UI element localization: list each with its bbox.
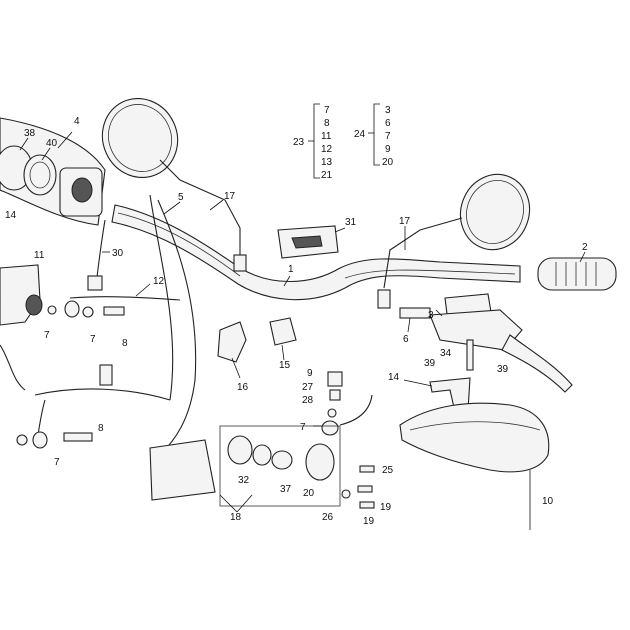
kit-24-item-4: 9 (385, 144, 391, 155)
kit-23-id: 23 (293, 137, 305, 148)
right-master-cylinder (399, 293, 573, 393)
leader-lines (19, 131, 586, 530)
label-27: 27 (302, 382, 314, 393)
label-6: 6 (403, 334, 409, 345)
kit-24-item-1: 3 (385, 105, 391, 116)
kit-23-bracket (308, 103, 320, 179)
instrument-panel (0, 117, 106, 226)
label-1: 1 (288, 264, 294, 275)
label-5: 5 (178, 192, 184, 203)
label-9: 9 (307, 368, 313, 379)
label-18: 18 (230, 512, 242, 523)
label-7-c: 7 (300, 422, 306, 433)
kit-23-item-1: 7 (324, 105, 330, 116)
label-16: 16 (237, 382, 249, 393)
label-38: 38 (24, 128, 36, 139)
label-31: 31 (345, 217, 357, 228)
label-32: 32 (238, 475, 250, 486)
repair-kit (149, 425, 375, 509)
label-14-left: 14 (5, 210, 17, 221)
label-20: 20 (303, 488, 315, 499)
left-master-cylinder (0, 264, 43, 326)
label-12: 12 (153, 276, 165, 287)
label-34: 34 (440, 348, 452, 359)
label-7-a: 7 (44, 330, 50, 341)
kit-23-item-2: 8 (324, 118, 330, 129)
kit-24-item-2: 6 (385, 118, 391, 129)
label-14-right: 14 (388, 372, 400, 383)
left-small-parts (16, 275, 125, 449)
brake-switch (321, 371, 373, 436)
label-40: 40 (46, 138, 58, 149)
cables (0, 194, 197, 456)
callout-labels: 4 38 40 5 17 14 17 31 2 1 30 11 12 7 7 8… (5, 116, 588, 527)
kit-23-item-6: 21 (321, 170, 333, 181)
hand-guard (399, 402, 550, 473)
kit-24-item-5: 20 (382, 157, 394, 168)
right-mirror (377, 173, 531, 309)
handlebar-pad (277, 225, 339, 259)
kit-23-item-5: 13 (321, 157, 333, 168)
label-30: 30 (112, 248, 124, 259)
left-mirror (101, 97, 247, 272)
label-25: 25 (382, 465, 394, 476)
label-19-b: 19 (363, 516, 375, 527)
label-39-a: 39 (424, 358, 436, 369)
label-8-a: 8 (122, 338, 128, 349)
kit-24-bracket (368, 103, 380, 166)
switch-housings (217, 317, 297, 363)
kit-24-id: 24 (354, 129, 366, 140)
label-4: 4 (74, 116, 80, 127)
label-17-right: 17 (399, 216, 411, 227)
right-grip (537, 257, 617, 291)
kit-23-item-4: 12 (321, 144, 333, 155)
label-11: 11 (34, 250, 45, 261)
label-7-d: 7 (54, 457, 60, 468)
label-10: 10 (542, 496, 554, 507)
kit-24-list: 24 3 6 7 9 20 (354, 105, 394, 168)
label-37: 37 (280, 484, 292, 495)
label-8-b: 8 (98, 423, 104, 434)
label-39-b: 39 (497, 364, 509, 375)
kit-23-item-3: 11 (321, 131, 332, 142)
label-19-a: 19 (380, 502, 392, 513)
label-2: 2 (582, 242, 588, 253)
label-15: 15 (279, 360, 291, 371)
label-7-b: 7 (90, 334, 96, 345)
label-28: 28 (302, 395, 314, 406)
kit-24-item-3: 7 (385, 131, 391, 142)
kit-23-list: 23 7 8 11 12 13 21 (293, 105, 333, 181)
label-3: 3 (428, 310, 434, 321)
label-26: 26 (322, 512, 334, 523)
label-17-left: 17 (224, 191, 236, 202)
